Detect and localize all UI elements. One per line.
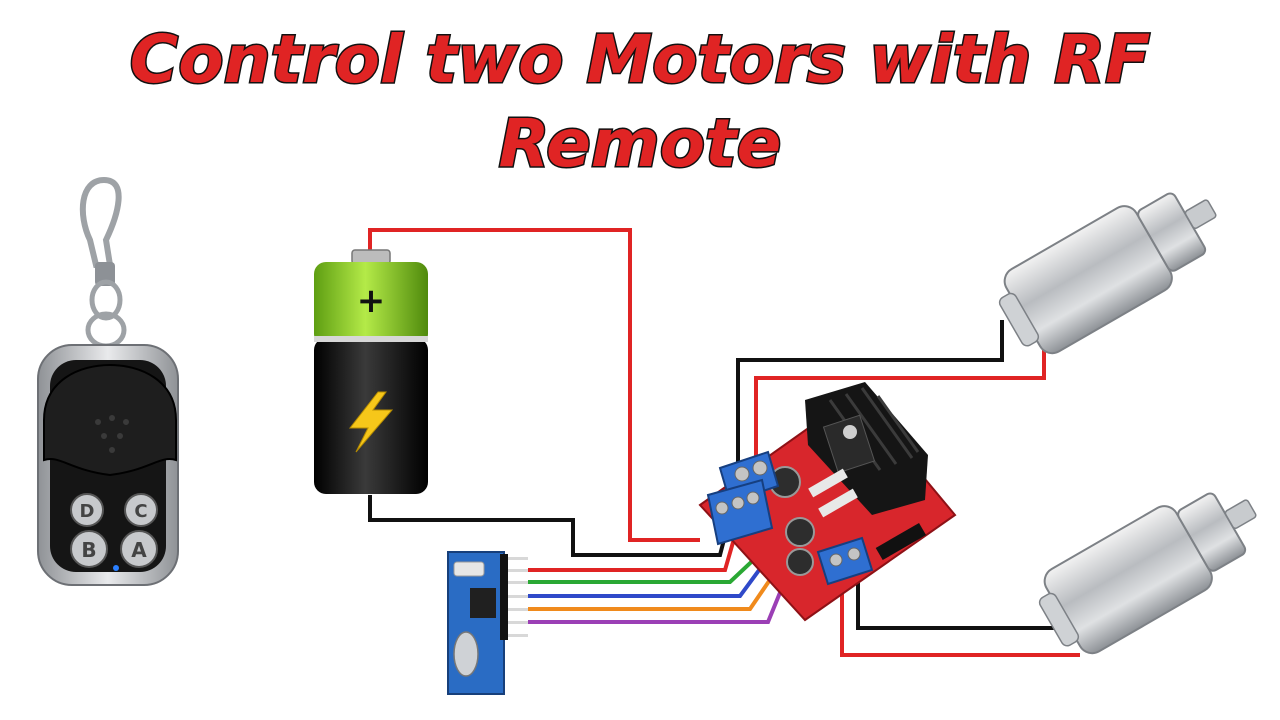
receiver-chip [470,588,496,618]
speaker-holes-icon [95,415,129,453]
remote-button-c[interactable]: C [124,493,158,527]
wire-battery-positive [368,228,700,542]
wire-motor2-positive [840,578,1080,657]
capacitor [785,517,815,547]
key-ring-icon [89,279,123,321]
remote-button-a[interactable]: A [120,530,158,568]
svg-text:D: D [80,501,95,522]
driver-chip [822,414,876,474]
capacitor [786,548,814,576]
wire-motor1-positive [754,340,1046,470]
receiver-pins [504,557,528,637]
battery: + [314,249,428,494]
title-line-2: Remote [499,105,782,182]
dc-motor-1 [998,192,1217,355]
key-swivel [95,262,115,286]
wire-receiver-d1 [528,556,770,598]
terminal-motor-b [816,536,874,586]
dc-motor-2 [1038,492,1257,655]
lightning-bolt-icon [348,391,394,453]
title: Control two Motors with RF Remote [128,20,1151,184]
remote-button-d[interactable]: D [70,493,104,527]
motor1-shaft [1184,199,1217,230]
title-line-1: Control two Motors with RF [130,21,1150,98]
motor2-shaft [1224,499,1257,530]
wire-receiver-vcc [528,524,740,572]
remote-button-b[interactable]: B [70,530,108,568]
key-clip-icon [79,176,122,268]
input-header [875,522,927,561]
terminal-power [706,478,774,546]
receiver-button [453,561,485,577]
battery-terminal [351,249,391,265]
wire-motor2-negative [856,578,1058,630]
receiver-crystal [453,631,479,677]
wire-battery-negative [368,495,728,557]
motor-driver-board [698,382,957,622]
rf-receiver-module [447,551,528,695]
led-indicator [113,565,119,571]
wire-motor1-negative [736,320,1004,470]
svg-text:A: A [131,538,147,562]
battery-top-half [314,262,428,346]
svg-text:B: B [81,538,96,562]
battery-plus-label: + [357,281,386,321]
svg-text:C: C [134,501,147,522]
rf-remote: D C B A [37,176,179,586]
